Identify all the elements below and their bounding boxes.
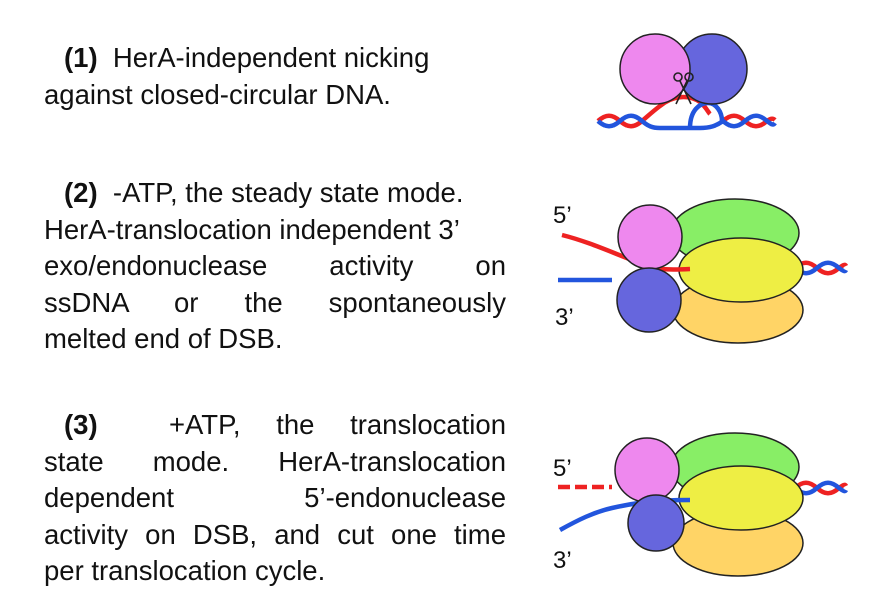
step-1-number: (1) (64, 42, 98, 73)
panel-3-diagram: 5’ 3’ (553, 432, 849, 577)
panel-2-subunit-blue (616, 267, 682, 333)
step-3-line-1: (3) +ATP, the translocation (64, 409, 506, 440)
panel-1-subunit-pink (619, 33, 691, 105)
step-2-line-4: ssDNA or the spontaneously (44, 286, 506, 318)
step-1-line-1: (1) HerA-independent nicking (64, 42, 430, 73)
panel-1-dna-red-strand-right (721, 113, 777, 129)
panel-3-subunit-yellow (678, 465, 804, 531)
panel-3-label-5prime: 5’ (553, 455, 572, 482)
step-3-number: (3) (64, 409, 98, 440)
step-2-line-2: HerA-translocation independent 3’ (44, 213, 460, 245)
step-2-line-5: melted end of DSB. (44, 323, 283, 354)
panel-2-subunit-yellow (678, 237, 804, 303)
step-3-line-4: activity on DSB, and cut one time (44, 518, 506, 550)
panel-2-label-3prime: 3’ (555, 304, 574, 331)
step-2-text: (2) -ATP, the steady state mode. HerA-tr… (44, 175, 506, 358)
step-2-line-1: (2) -ATP, the steady state mode. (64, 177, 464, 208)
step-3-line-5: per translocation cycle. (44, 555, 326, 586)
step-3-text: (3) +ATP, the translocation state mode. … (44, 407, 506, 590)
step-3-line-3: dependent 5’-endonuclease (44, 482, 506, 513)
panel-3-label-3prime: 3’ (553, 547, 572, 574)
step-3-line-2: state mode. HerA-translocation (44, 445, 506, 477)
panel-3-subunit-blue (627, 494, 685, 552)
panel-2-subunit-pink (617, 204, 683, 270)
step-2-number: (2) (64, 177, 98, 208)
step-1-line-2: against closed-circular DNA. (44, 78, 391, 110)
panel-3-dna-red-tail (793, 480, 849, 496)
panel-3-dna-blue-tail (793, 480, 849, 496)
panel-3-subunit-pink (614, 437, 680, 503)
panel-2-dna-red-tail (793, 260, 849, 276)
panel-2-dna-blue-tail (793, 260, 849, 276)
panel-2-label-5prime: 5’ (553, 202, 572, 229)
panel-2-diagram: 5’ 3’ (553, 198, 849, 344)
panel-1-dna-blue-strand (596, 113, 777, 131)
step-2-line-3: exo/endonuclease activity on (44, 250, 506, 281)
scissors-icon (673, 72, 694, 105)
panel-1-diagram (596, 33, 777, 131)
step-1-text: (1) HerA-independent nicking against clo… (44, 40, 506, 113)
